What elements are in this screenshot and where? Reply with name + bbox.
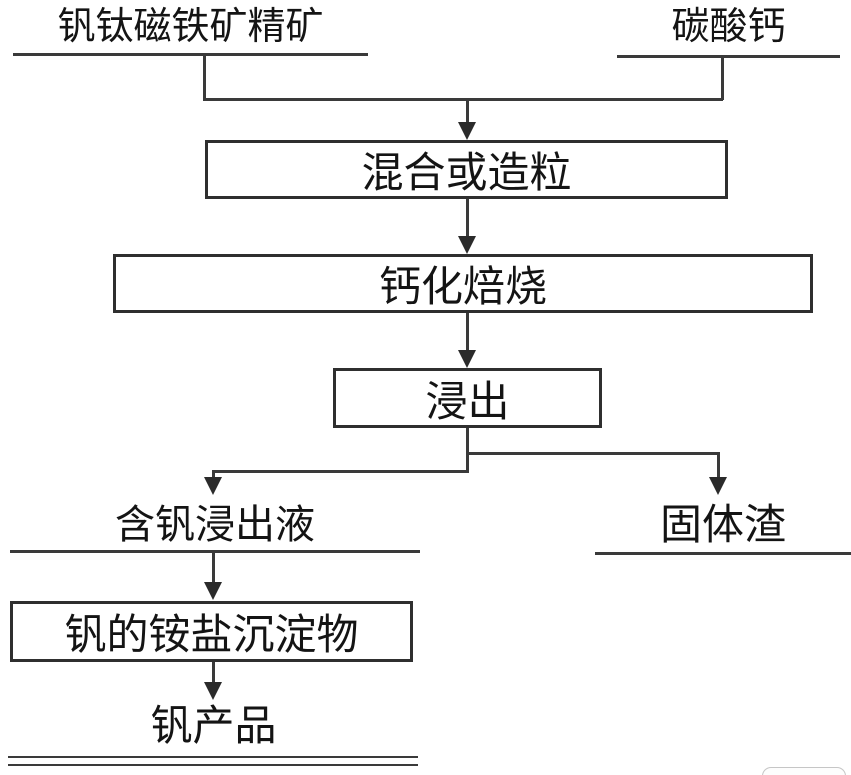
output-label-leachate: 含钒浸出液 xyxy=(115,502,315,547)
connector-branch-right xyxy=(466,452,720,455)
output-label-product: 钒产品 xyxy=(150,704,277,750)
process-box-leaching: 浸出 xyxy=(333,368,602,428)
connector-leachate-to-precipitate xyxy=(212,552,215,583)
underline-residue xyxy=(595,552,851,555)
arrowhead-into-product xyxy=(204,682,222,700)
process-box-roasting: 钙化焙烧 xyxy=(113,254,813,313)
output-label-residue: 固体渣 xyxy=(659,503,786,549)
process-box-mixing: 混合或造粒 xyxy=(205,140,728,199)
connector-leach-stub xyxy=(466,428,469,473)
arrowhead-into-residue xyxy=(709,477,727,495)
underline-leachate xyxy=(10,550,420,553)
input-label-calcium-carbonate: 碳酸钙 xyxy=(671,6,786,48)
double-underline-product xyxy=(8,756,418,766)
underline-calcium-carbonate xyxy=(617,55,840,58)
connector-residue-down xyxy=(717,452,720,480)
connector-mix-to-roast xyxy=(466,199,469,236)
connector-ore-down xyxy=(203,53,206,100)
process-box-precipitate: 钒的铵盐沉淀物 xyxy=(10,601,413,662)
connector-merge-horizontal xyxy=(203,98,723,101)
arrowhead-into-precipitate xyxy=(204,582,222,600)
connector-roast-to-leach xyxy=(466,313,469,350)
connector-precipitate-to-product xyxy=(212,662,215,683)
input-label-ore-concentrate: 钒钛磁铁矿精矿 xyxy=(57,6,324,48)
arrowhead-into-leach xyxy=(458,350,476,368)
arrowhead-into-mix xyxy=(458,122,476,140)
arrowhead-into-leachate xyxy=(204,477,222,495)
arrowhead-into-roast xyxy=(458,236,476,254)
underline-ore-concentrate xyxy=(13,53,368,56)
connector-carbonate-down xyxy=(721,55,724,100)
connector-leachate-down xyxy=(212,470,215,480)
page-corner-artifact xyxy=(762,767,846,775)
connector-branch-left xyxy=(213,470,469,473)
connector-merge-to-mix xyxy=(466,98,469,124)
